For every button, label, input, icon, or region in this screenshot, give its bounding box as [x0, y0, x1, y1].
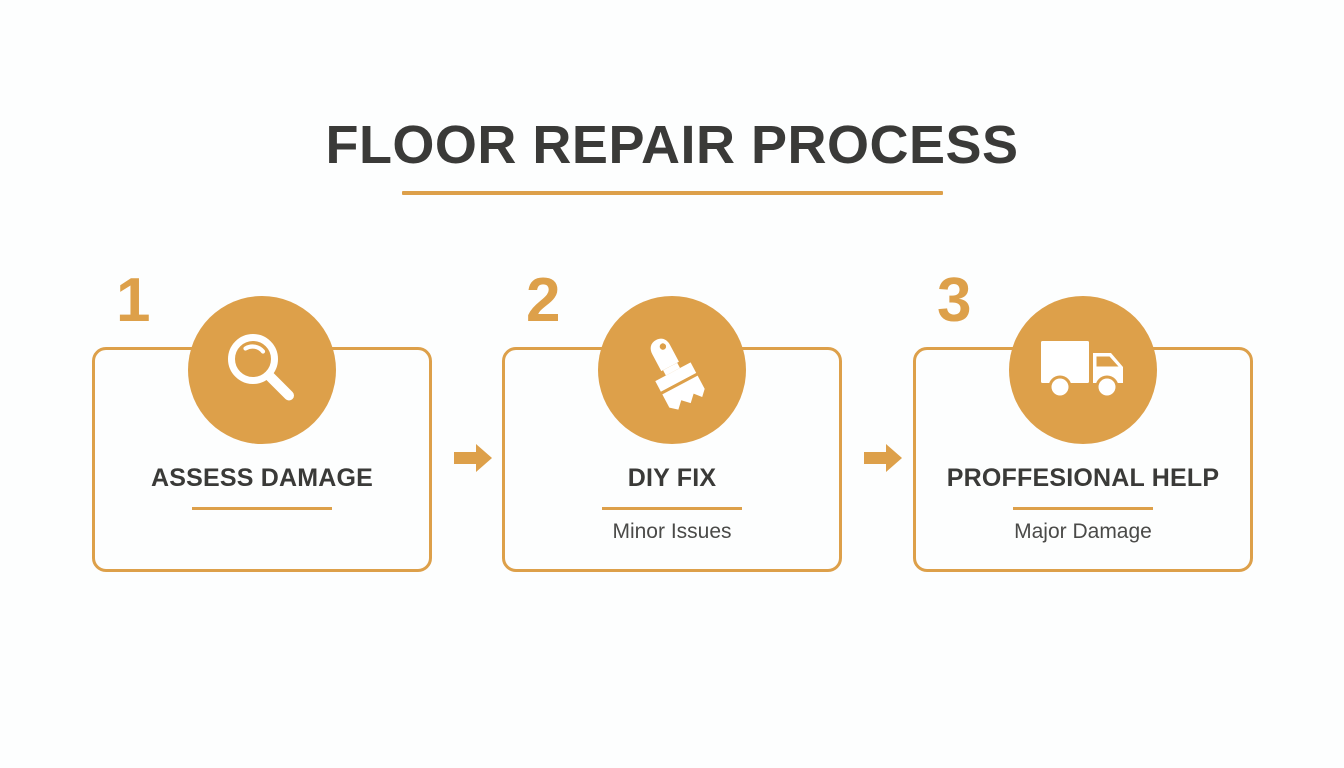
- step-title-1: ASSESS DAMAGE: [150, 464, 374, 492]
- step-divider-3: [1013, 507, 1153, 510]
- page-title: FLOOR REPAIR PROCESS: [325, 115, 1019, 175]
- step-icon-circle-3: [1009, 296, 1157, 444]
- step-icon-circle-1: [188, 296, 336, 444]
- step-divider-1: [192, 507, 332, 510]
- connector-arrow-1: [452, 440, 494, 476]
- process-step-2[interactable]: 2: [502, 270, 842, 585]
- step-icon-circle-2: [598, 296, 746, 444]
- step-text-3: PROFFESIONAL HELP Major Damage: [913, 463, 1253, 545]
- process-steps: 1 ASSESS DAMAGE 2: [0, 270, 1344, 585]
- connector-arrow-2: [862, 440, 904, 476]
- step-subtitle-2: Minor Issues: [612, 520, 732, 543]
- step-title-3: PROFFESIONAL HELP: [946, 464, 1220, 492]
- process-step-1[interactable]: 1 ASSESS DAMAGE: [92, 270, 432, 585]
- step-divider-2: [602, 507, 742, 510]
- process-step-3[interactable]: 3: [913, 270, 1253, 585]
- step-text-1: ASSESS DAMAGE: [92, 463, 432, 510]
- step-number-3: 3: [937, 266, 972, 335]
- step-title-2: DIY FIX: [627, 464, 717, 492]
- step-text-2: DIY FIX Minor Issues: [502, 463, 842, 545]
- step-number-2: 2: [526, 266, 561, 335]
- delivery-truck-icon: [1037, 333, 1129, 407]
- step-subtitle-3: Major Damage: [1014, 520, 1152, 543]
- arrow-right-icon: [862, 440, 904, 476]
- arrow-right-icon: [452, 440, 494, 476]
- paintbrush-icon: [628, 326, 716, 414]
- step-number-1: 1: [116, 266, 151, 335]
- magnifying-glass-icon: [219, 327, 305, 413]
- title-underline: [401, 191, 943, 195]
- title-block: FLOOR REPAIR PROCESS: [0, 113, 1344, 195]
